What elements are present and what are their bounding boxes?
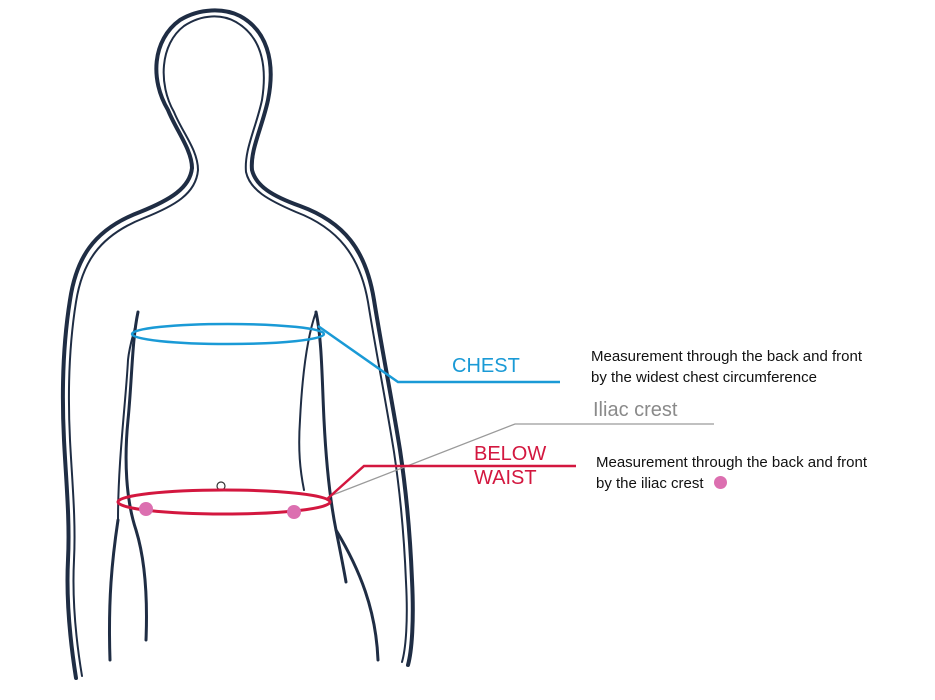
pink-dot-marker-legend-icon [713,476,727,489]
hip-right [334,528,380,662]
below-waist-label-line2: WAIST [474,467,537,489]
chest-label: CHEST [452,355,520,377]
below-waist-label: BELOW WAIST [474,442,546,490]
body-silhouette-outer [60,8,415,680]
hip-left [107,518,120,662]
body-silhouette-inner-stroke [67,15,408,677]
iliac-crest-label: Iliac crest [593,399,678,421]
chest-ellipse [130,322,326,346]
chest-description-line1: Measurement through the back and front [591,348,862,365]
below-waist-label-line1: BELOW [474,443,547,465]
chest-description: Measurement through the back and front b… [591,346,862,388]
torso-left-side [124,310,149,642]
chest-measurement [130,322,560,384]
waist-description-line2-wrap: by the iliac crest [596,473,867,494]
waist-leader-line [325,464,576,501]
chest-description-line2: by the widest chest circumference [591,369,817,386]
waist-description-line2: by the iliac crest [596,475,704,492]
waist-description-line1: Measurement through the back and front [596,454,867,471]
torso-right-side [314,310,348,584]
waist-description: Measurement through the back and front b… [596,452,867,494]
waist-measurement [116,464,576,516]
chest-leader-line [317,324,560,384]
waist-ellipse [116,488,332,516]
body-outline [60,8,415,680]
pink-dot-marker-left [139,502,153,516]
iliac-leader-line [329,423,714,497]
torso-right-arm-gap [298,311,317,491]
pink-dot-marker-right [287,505,301,519]
